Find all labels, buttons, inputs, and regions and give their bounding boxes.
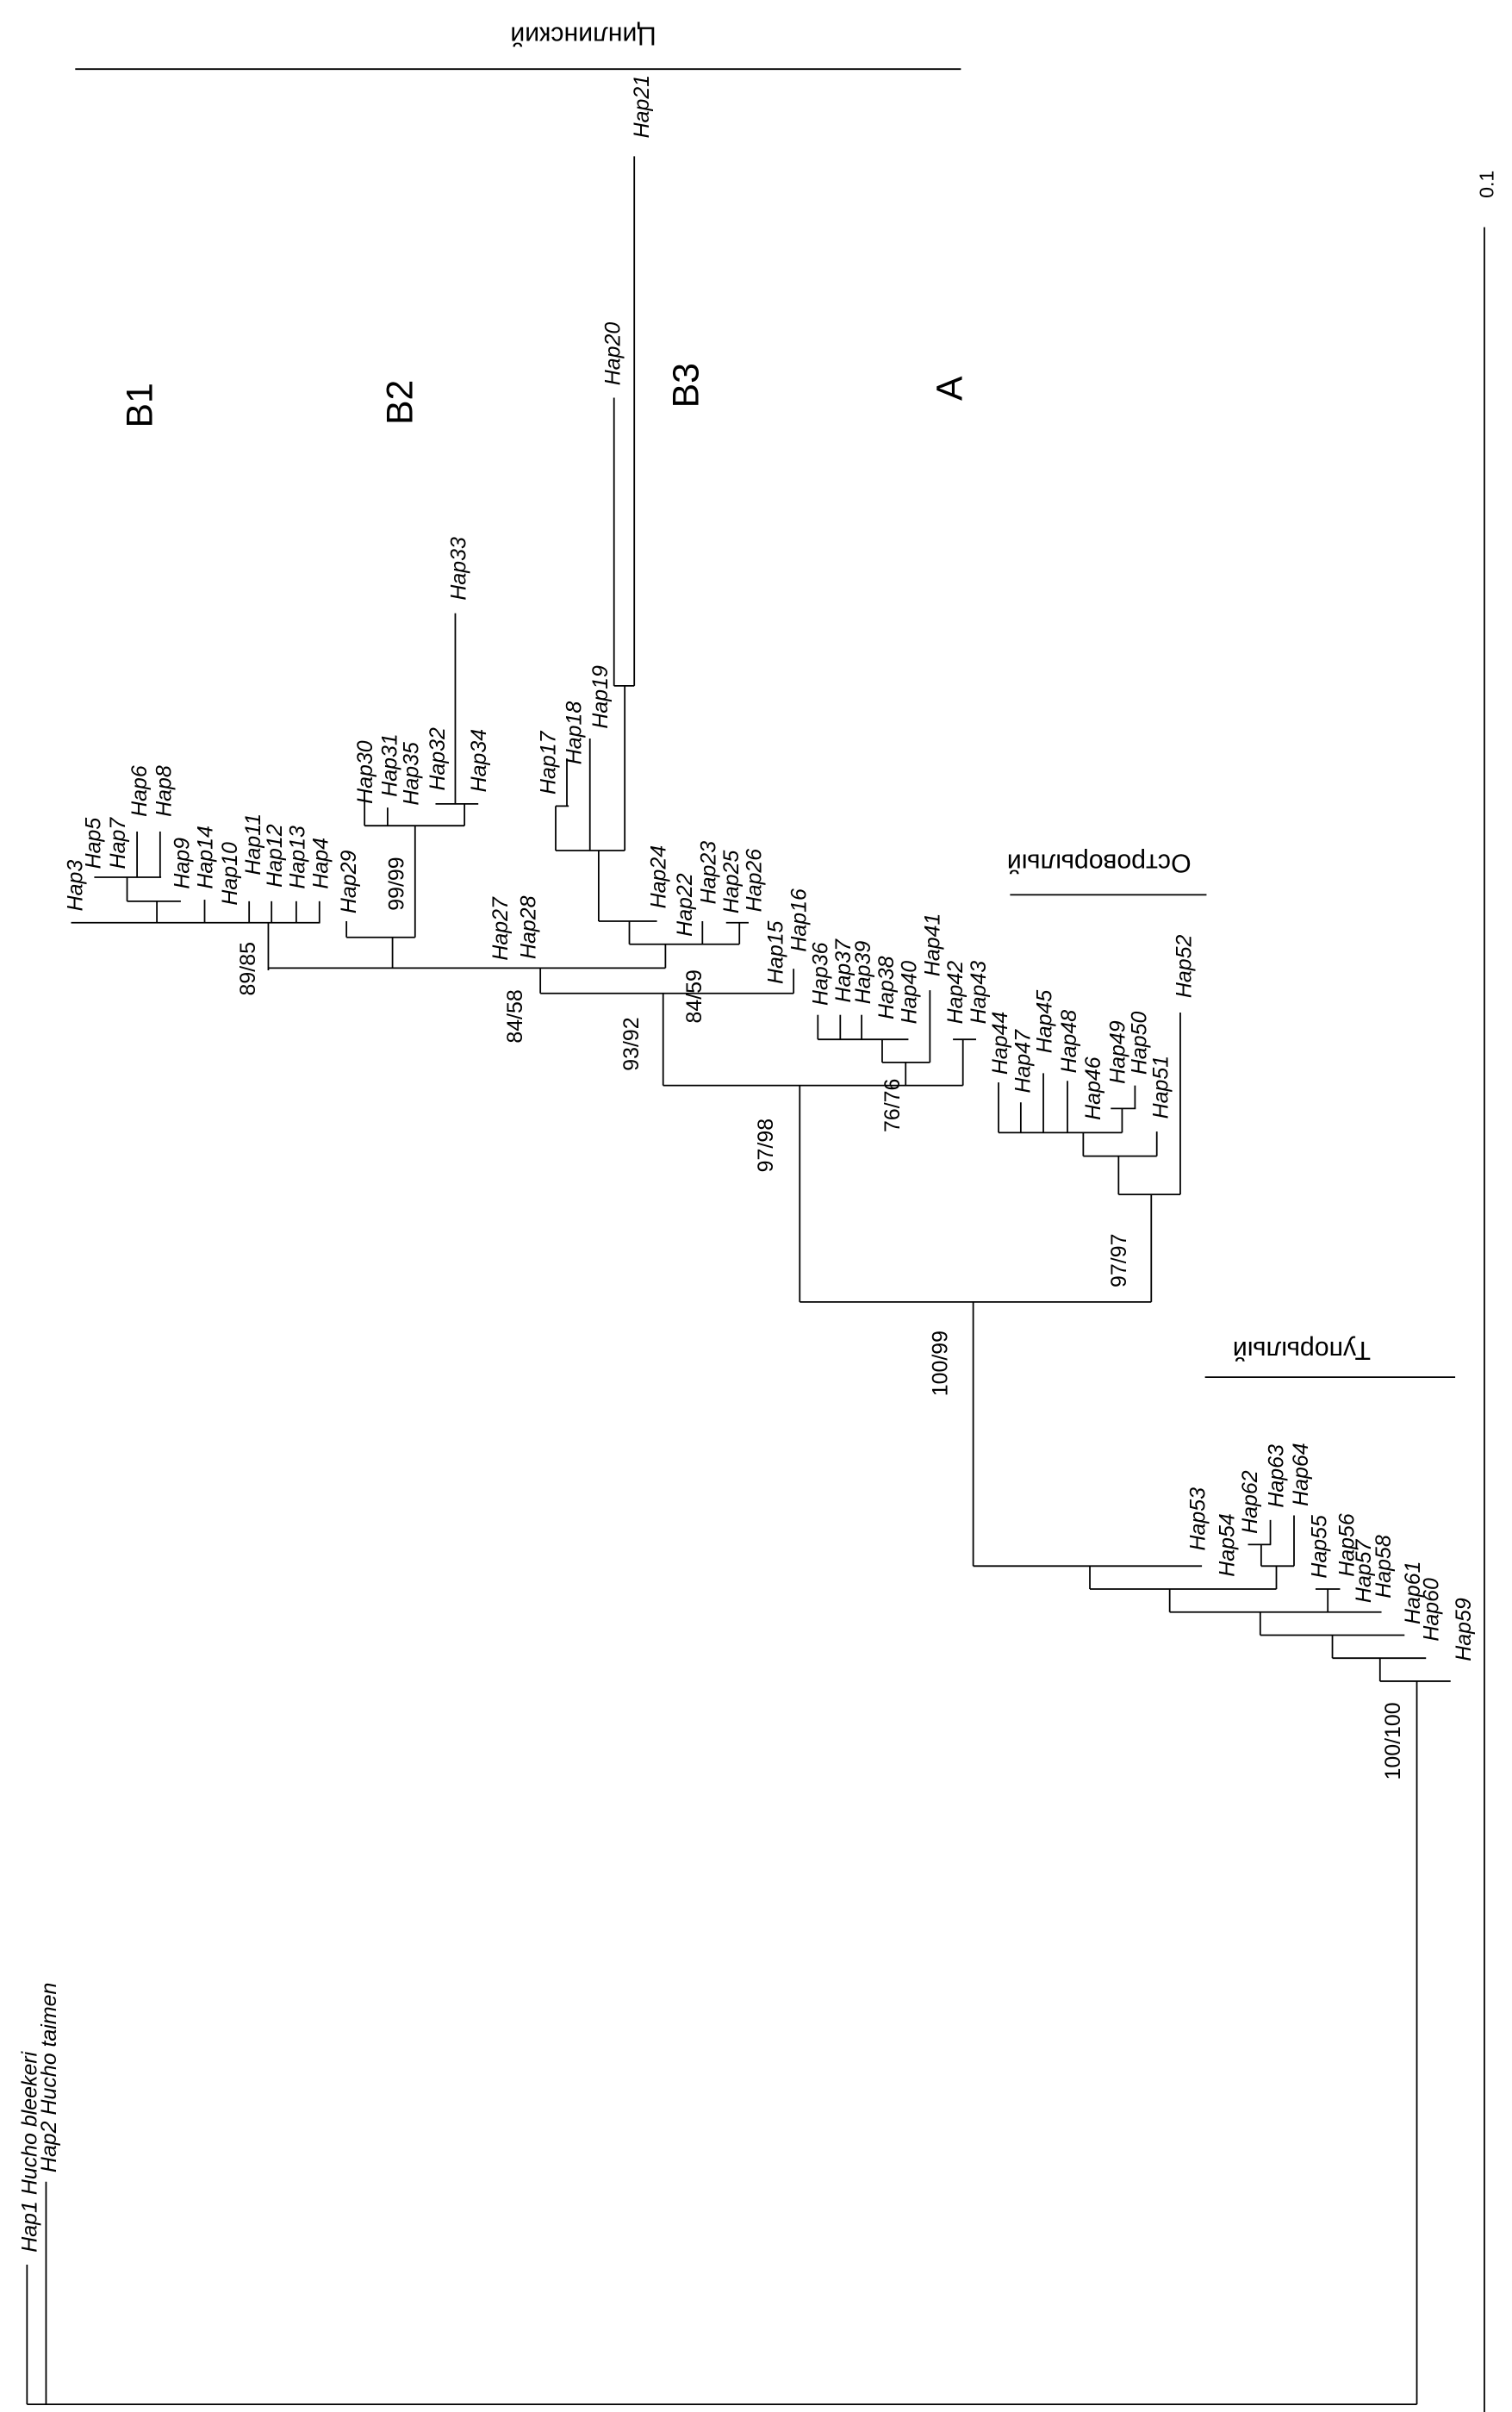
leaf-label: Hap35 xyxy=(400,742,424,806)
leaf-label: Hap2 Hucho taimen xyxy=(37,1983,61,2172)
leaf-label: Hap21 xyxy=(630,75,654,138)
bootstrap-value: 89/85 xyxy=(236,942,260,995)
clade-label: B2 xyxy=(380,380,421,425)
group-label: Тупорылый xyxy=(1233,1336,1371,1364)
bootstrap-value: 84/59 xyxy=(682,969,706,1023)
leaf-label: Hap29 xyxy=(337,850,361,913)
leaf-label: Hap44 xyxy=(988,1012,1012,1075)
leaf-label: Hap39 xyxy=(851,941,875,1005)
leaf-label: Hap6 xyxy=(128,765,152,817)
leaf-label: Hap43 xyxy=(967,961,991,1025)
leaf-label: Hap62 xyxy=(1238,1470,1262,1534)
leaf-label: Hap15 xyxy=(764,920,788,984)
leaf-label: Hap40 xyxy=(898,961,922,1025)
leaf-label: Hap46 xyxy=(1081,1056,1105,1120)
leaf-label: Hap63 xyxy=(1265,1444,1289,1508)
clade-label: A xyxy=(929,376,970,401)
leaf-label: Hap31 xyxy=(378,733,402,796)
leaf-label: Hap16 xyxy=(787,888,811,952)
bootstrap-value: 99/99 xyxy=(385,857,409,910)
leaf-label: Hap4 xyxy=(308,838,333,889)
leaf-label: Hap61 xyxy=(1401,1561,1425,1624)
scale-bar-label: 0.1 xyxy=(1476,171,1498,198)
leaf-label: Hap3 xyxy=(63,860,87,912)
leaf-label: Hap60 xyxy=(1419,1578,1443,1642)
bootstrap-value: 84/58 xyxy=(503,989,527,1043)
leaf-label: Hap47 xyxy=(1011,1029,1036,1094)
leaf-label: Hap11 xyxy=(241,813,265,876)
leaf-label: Hap56 xyxy=(1335,1513,1359,1577)
bootstrap-value: 97/97 xyxy=(1107,1234,1131,1287)
leaf-label: Hap34 xyxy=(467,729,491,792)
leaf-label: Hap9 xyxy=(171,838,195,889)
bootstrap-value: 97/98 xyxy=(754,1119,778,1172)
leaf-label: Hap33 xyxy=(446,537,470,601)
leaf-label: Hap13 xyxy=(286,826,310,889)
bootstrap-value: 76/76 xyxy=(880,1079,905,1132)
leaf-label: Hap17 xyxy=(536,730,560,795)
leaf-label: Hap52 xyxy=(1172,934,1196,998)
leaf-label: Hap38 xyxy=(874,956,899,1019)
leaf-label: Hap49 xyxy=(1105,1020,1129,1084)
leaf-label: Hap14 xyxy=(193,826,217,888)
leaf-label: Hap12 xyxy=(263,824,287,888)
leaf-label: Hap37 xyxy=(831,938,856,1003)
clade-label: B1 xyxy=(119,383,160,427)
group-label: Островорылый xyxy=(1007,849,1192,877)
leaf-label: Hap1 Hucho bleekeri xyxy=(18,2050,42,2252)
leaf-label: Hap42 xyxy=(943,961,968,1025)
leaf-label: Hap23 xyxy=(696,841,720,905)
leaf-label: Hap28 xyxy=(516,895,540,959)
leaf-label: Hap24 xyxy=(647,845,671,908)
leaf-label: Hap7 xyxy=(106,817,130,869)
leaf-label: Hap55 xyxy=(1307,1515,1331,1579)
leaf-label: Hap22 xyxy=(673,873,697,937)
leaf-label: Hap8 xyxy=(152,765,177,817)
tree-branches xyxy=(26,156,1451,2405)
leaf-label: Hap32 xyxy=(426,727,450,791)
bootstrap-value: 100/100 xyxy=(1381,1702,1405,1779)
leaf-label: Hap59 xyxy=(1452,1598,1476,1661)
leaf-label: Hap18 xyxy=(563,701,587,765)
leaf-label: Hap51 xyxy=(1149,1056,1173,1119)
clade-label: B3 xyxy=(666,363,707,408)
leaf-label: Hap45 xyxy=(1032,990,1056,1054)
leaf-label: Hap19 xyxy=(588,665,613,729)
leaf-label: Hap5 xyxy=(81,818,105,869)
leaf-label: Hap30 xyxy=(353,740,377,804)
leaf-label: Hap58 xyxy=(1372,1535,1396,1599)
leaf-label: Hap20 xyxy=(600,322,625,386)
leaf-label: Hap10 xyxy=(218,842,242,906)
leaf-label: Hap41 xyxy=(920,913,944,976)
bootstrap-value: 100/99 xyxy=(928,1331,952,1396)
leaf-label: Hap57 xyxy=(1352,1538,1376,1603)
clade-labels: B1 B2 B3 A xyxy=(119,363,970,427)
leaf-label: Hap26 xyxy=(743,849,767,913)
leaf-label: Hap54 xyxy=(1216,1513,1240,1576)
bootstrap-value: 93/92 xyxy=(619,1017,644,1070)
leaf-label: Hap27 xyxy=(488,896,513,961)
bootstrap-labels: 89/85 99/99 84/58 93/92 84/59 97/98 76/76 97/97… xyxy=(236,857,1405,1779)
group-label: Цинлинский xyxy=(510,21,656,49)
leaf-label: Hap25 xyxy=(719,850,744,913)
leaf-label: Hap36 xyxy=(808,942,832,1006)
leaf-label: Hap64 xyxy=(1289,1443,1313,1505)
leaf-label: Hap48 xyxy=(1057,1010,1081,1074)
leaf-label: Hap53 xyxy=(1186,1487,1210,1551)
leaf-label: Hap50 xyxy=(1128,1012,1152,1075)
